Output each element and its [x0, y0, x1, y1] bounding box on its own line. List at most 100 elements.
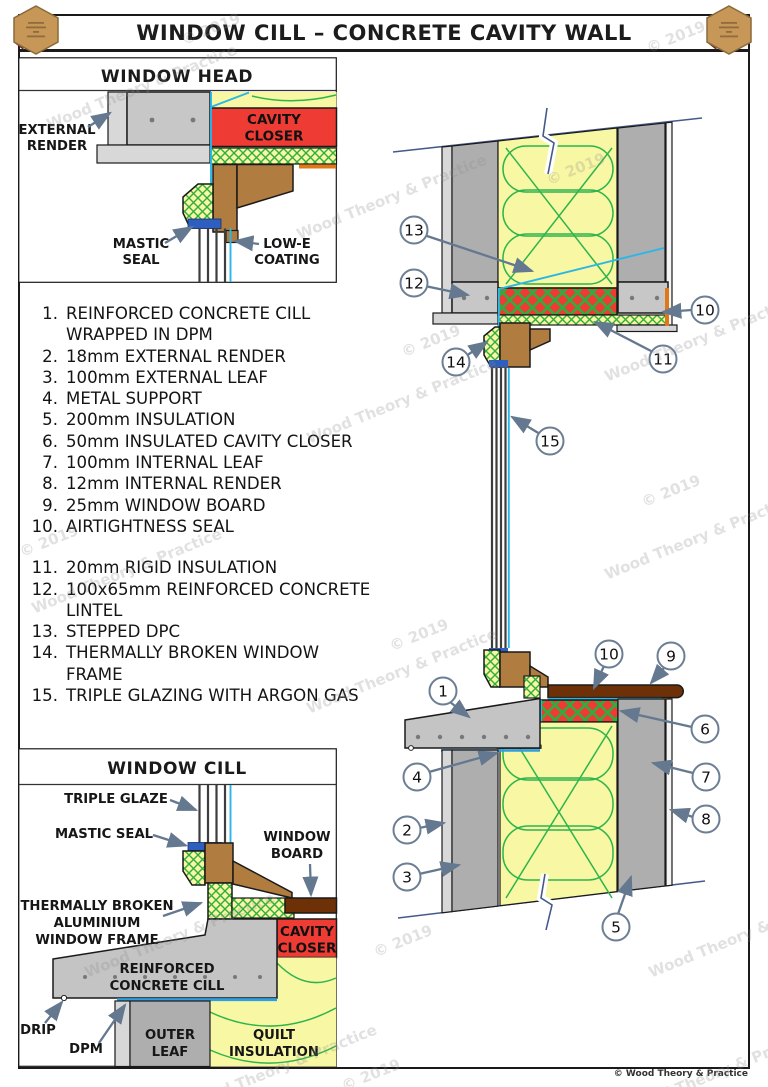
cavity-closer [497, 287, 618, 316]
callout-number: 1 [438, 683, 448, 701]
svg-text:TRIPLE GLAZE: TRIPLE GLAZE [64, 792, 168, 807]
svg-text:CONCRETE CILL: CONCRETE CILL [110, 979, 225, 994]
svg-text:WINDOW: WINDOW [263, 830, 331, 845]
content-frame [18, 50, 750, 1069]
callout-number: 10 [695, 302, 715, 320]
svg-text:THERMALLY BROKEN: THERMALLY BROKEN [20, 899, 173, 914]
airtightness-seal [665, 288, 669, 326]
svg-text:LOW-E: LOW-E [263, 237, 311, 252]
legend-item: 3.100mm EXTERNAL LEAF [42, 367, 268, 387]
svg-text:DPM: DPM [69, 1042, 103, 1057]
legend-item: 11.20mm RIGID INSULATION [31, 558, 278, 578]
cill-drawing: CAVITY CLOSER TRIPLE GLAZE MASTIC SEAL [20, 785, 338, 1068]
legend-item: 8.12mm INTERNAL RENDER [42, 474, 282, 494]
drip-groove [60, 994, 68, 1002]
callout-number: 8 [701, 811, 711, 829]
legend-item: 6.50mm INSULATED CAVITY CLOSER [42, 431, 353, 451]
legend-item: 13.STEPPED DPC [31, 622, 181, 642]
callout-number: 10 [599, 646, 619, 664]
svg-text:COATING: COATING [254, 253, 319, 268]
svg-text:MASTIC: MASTIC [113, 237, 169, 252]
callout-number: 11 [653, 351, 673, 369]
head-labels: EXTERNAL RENDER MASTIC SEAL LOW-E COATIN… [19, 111, 320, 268]
external-render [107, 91, 128, 146]
internal-render [665, 698, 673, 887]
cill-labels: TRIPLE GLAZE MASTIC SEAL WINDOW BOARD TH… [20, 792, 331, 1060]
svg-text:ALUMINIUM: ALUMINIUM [54, 916, 141, 931]
svg-text:LEAF: LEAF [152, 1045, 189, 1060]
triple-glazing [490, 368, 510, 648]
svg-text:DRIP: DRIP [20, 1023, 56, 1038]
svg-text:CAVITY: CAVITY [247, 112, 301, 128]
stepped-dpc [498, 247, 665, 290]
legend-item: 10.AIRTIGHTNESS SEAL [31, 516, 234, 536]
legend-item: 5.200mm INSULATION [42, 410, 236, 430]
window-head-detail: WINDOW HEAD CAVITY CLOSER [18, 57, 338, 283]
svg-text:EXTERNAL: EXTERNAL [19, 123, 97, 138]
concrete-lintel [126, 91, 211, 146]
callout-number: 6 [700, 721, 710, 739]
title-bar: WINDOW CILL – CONCRETE CAVITY WALL [18, 14, 750, 51]
external-render [114, 1000, 131, 1068]
window-board [284, 897, 338, 914]
window-frame [483, 648, 549, 699]
callout-number: 9 [666, 648, 676, 666]
svg-text:MASTIC SEAL: MASTIC SEAL [55, 827, 154, 842]
svg-text:BOARD: BOARD [271, 847, 323, 862]
external-leaf [451, 749, 499, 913]
rigid-insulation [210, 147, 338, 165]
page-title: WINDOW CILL – CONCRETE CAVITY WALL [136, 20, 632, 45]
triple-glazing [198, 785, 232, 849]
head-drawing: CAVITY CLOSER EXTERNAL RE [19, 91, 338, 282]
cavity-closer [210, 107, 338, 148]
cavity-closer [539, 699, 619, 723]
legend-item: 9.25mm WINDOW BOARD [42, 495, 266, 515]
svg-text:OUTER: OUTER [145, 1028, 195, 1043]
mastic-seal [489, 360, 508, 367]
legend-item: 2.18mm EXTERNAL RENDER [42, 346, 286, 366]
triple-glazing [198, 228, 232, 282]
legend-item: 15.TRIPLE GLAZING WITH ARGON GAS [31, 686, 359, 706]
brand-logo-icon [706, 5, 752, 55]
svg-text:INSULATION: INSULATION [229, 1045, 319, 1060]
legend-item: 4.METAL SUPPORT [42, 389, 202, 409]
window-frame [483, 322, 551, 368]
brand-logo-icon [13, 5, 59, 55]
callout-number: 15 [540, 433, 560, 451]
callout-number: 12 [404, 275, 424, 293]
svg-text:SEAL: SEAL [122, 253, 160, 268]
window-board [547, 684, 685, 699]
svg-text:CLOSER: CLOSER [245, 129, 304, 145]
cavity-closer [276, 918, 338, 959]
break-symbol [536, 107, 559, 931]
window-frame [182, 842, 295, 920]
svg-text:CLOSER: CLOSER [278, 941, 337, 957]
external-leaf [451, 140, 499, 283]
drip-groove [408, 745, 414, 751]
svg-text:REINFORCED: REINFORCED [119, 962, 214, 977]
copyright-footer: © Wood Theory & Practice [613, 1069, 748, 1079]
callouts: 13 12 10 14 11 15 10 9 1 6 4 7 2 8 3 5 [392, 215, 721, 942]
callout-number: 2 [402, 822, 412, 840]
cill-assembly [404, 648, 685, 914]
main-section-drawing: 13 12 10 14 11 15 10 9 1 6 4 7 2 8 3 5 [392, 107, 721, 942]
callout-number: 4 [412, 769, 422, 787]
legend-item: 7.100mm INTERNAL LEAF [42, 453, 264, 473]
window-cill-detail: WINDOW CILL CAVITY CLOSER [18, 748, 338, 1068]
svg-text:WINDOW FRAME: WINDOW FRAME [35, 933, 158, 948]
detail-title: WINDOW CILL [107, 759, 247, 779]
callout-number: 3 [402, 869, 412, 887]
head-assembly [432, 121, 678, 368]
window-frame [182, 163, 294, 244]
mastic-seal [187, 218, 222, 229]
concrete-cill [404, 697, 541, 749]
seal-strip [299, 164, 336, 169]
internal-leaf [617, 698, 666, 893]
svg-text:CAVITY: CAVITY [280, 924, 334, 940]
external-render [441, 145, 453, 314]
